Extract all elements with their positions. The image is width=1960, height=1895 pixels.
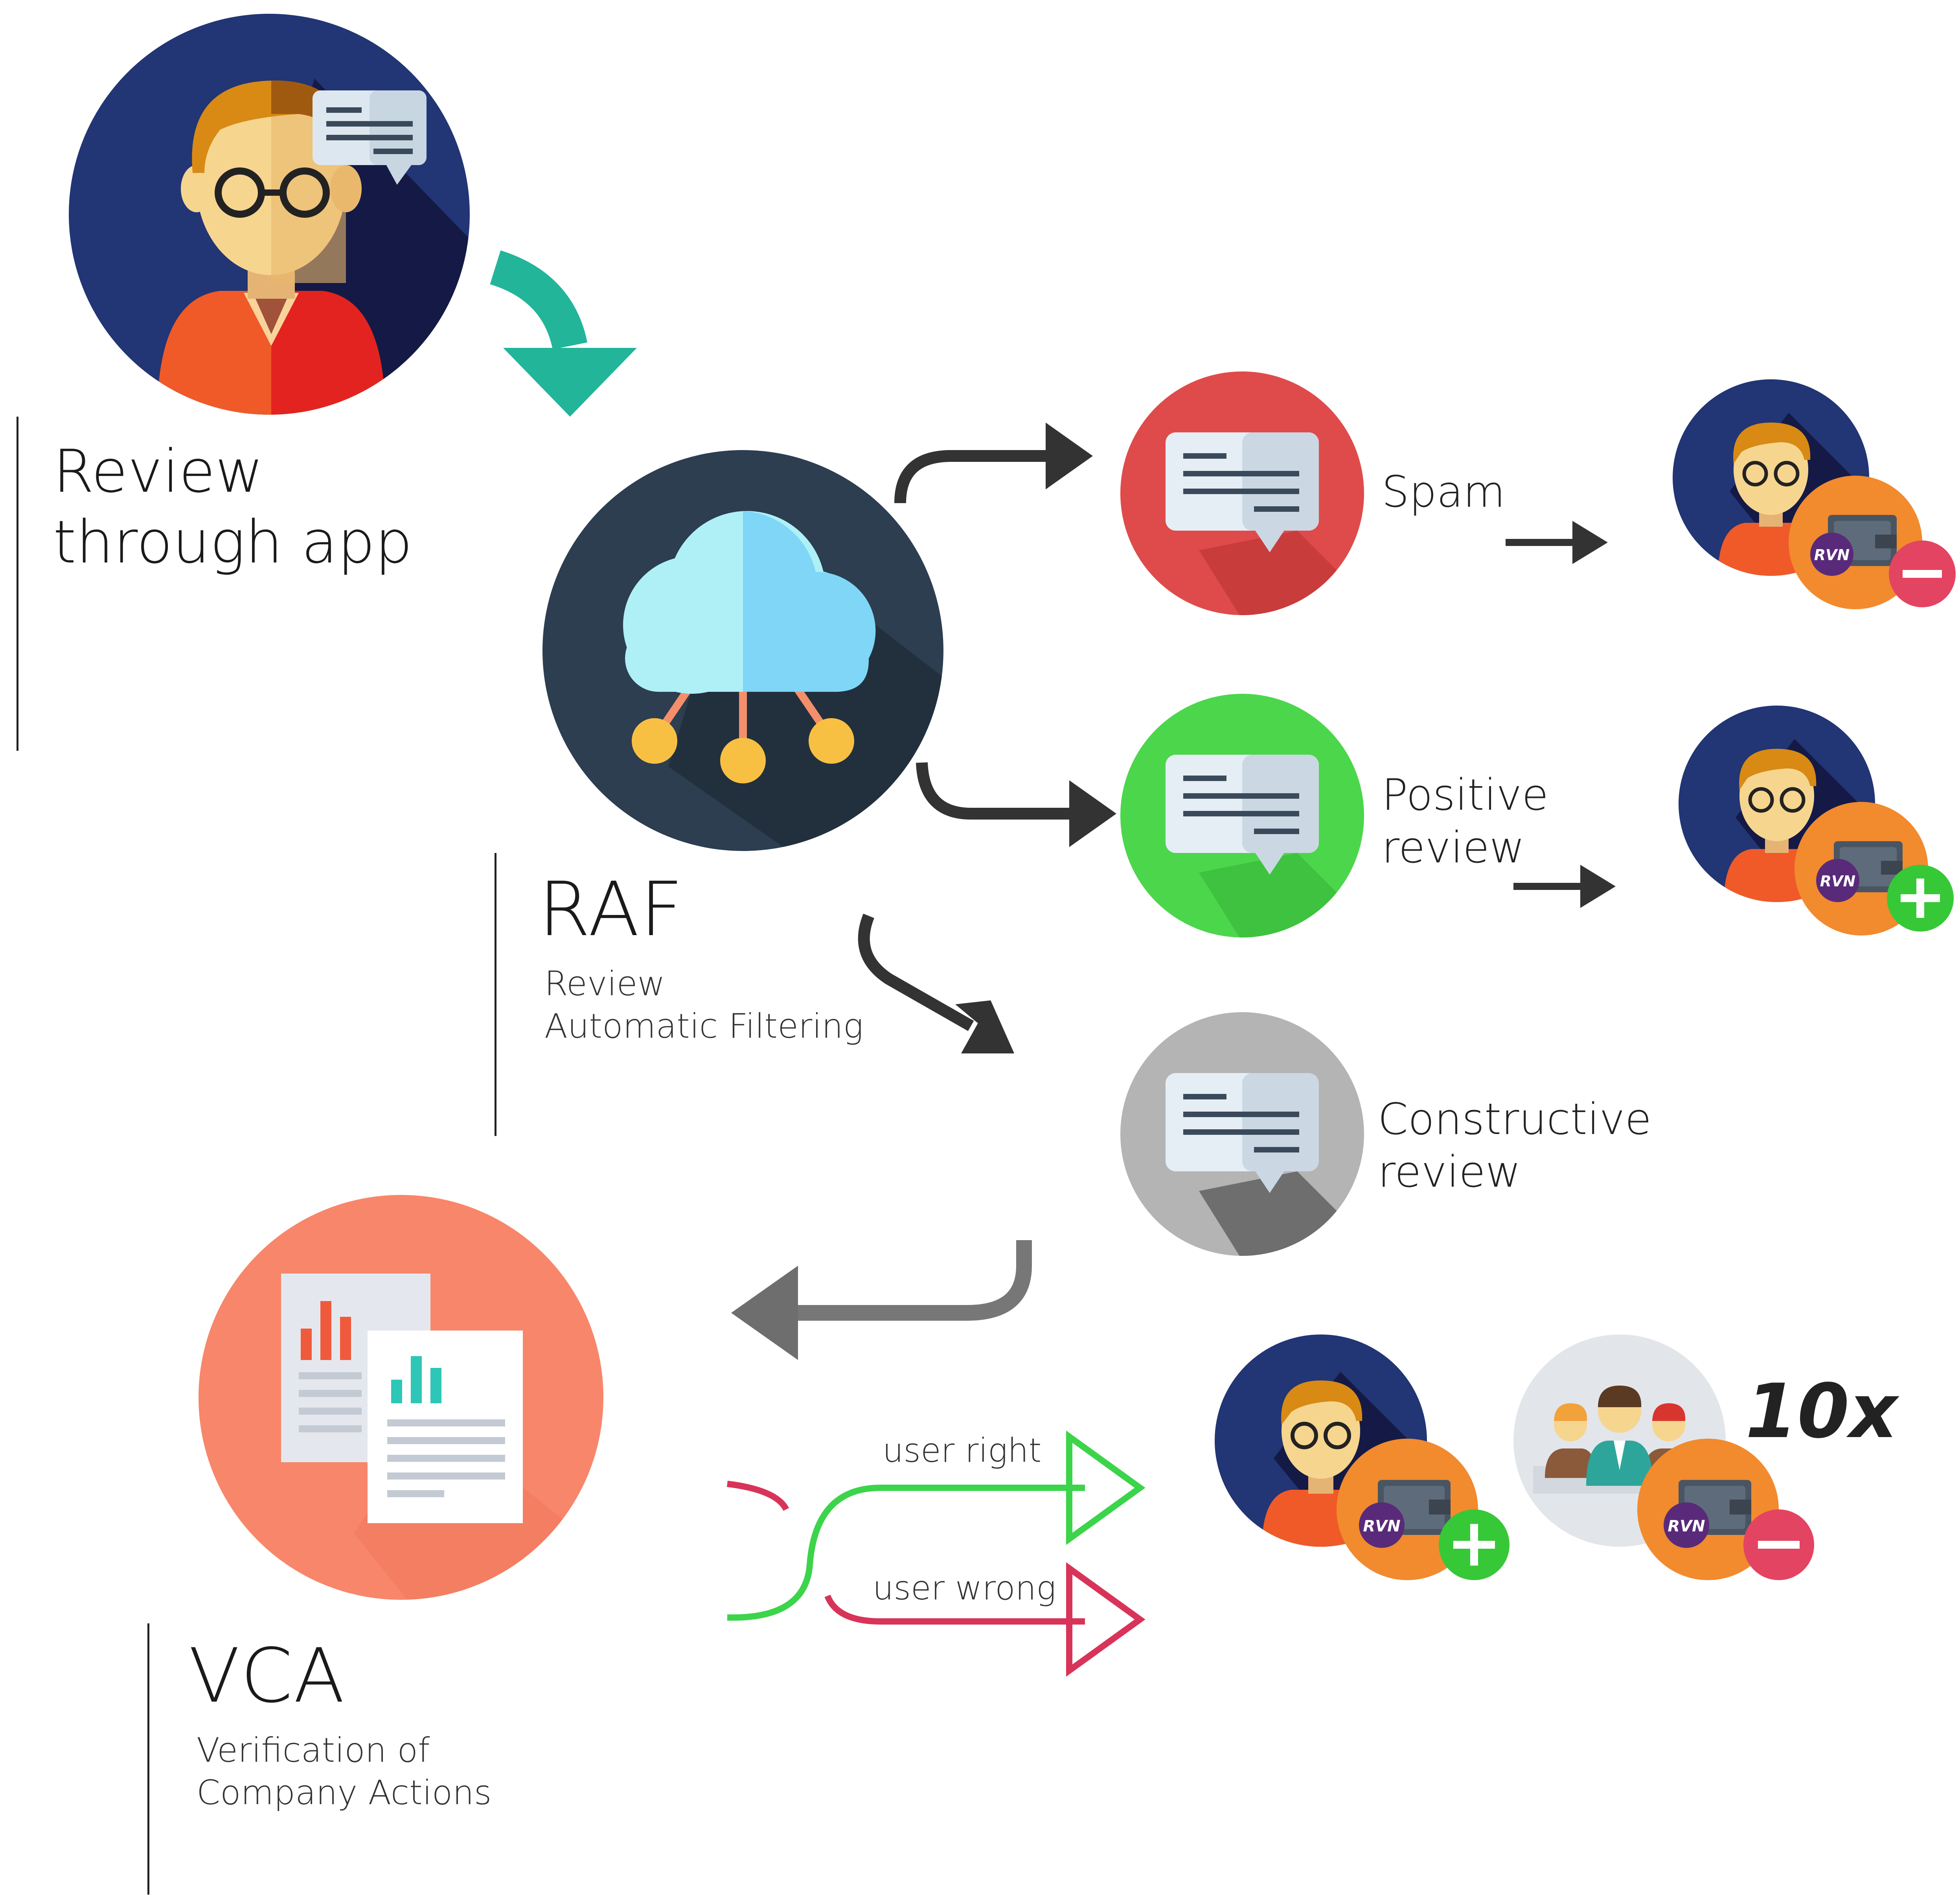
arrow-to-positive (916, 762, 1116, 847)
user-right-arrow (727, 1430, 1145, 1621)
teal-curved-arrow (489, 250, 637, 417)
review-app-line1: Review (53, 437, 264, 506)
user-reward-avatar: RVN (1679, 706, 1954, 936)
user-right-label: user right (883, 1431, 1042, 1470)
user-wrong-label: user wrong (873, 1569, 1056, 1607)
constructive-comment-icon (1120, 1012, 1364, 1256)
minus-badge-icon (1743, 1509, 1814, 1580)
arrow-positive-to-reward (1513, 865, 1616, 908)
minus-badge-icon (1889, 540, 1956, 607)
positive-line2: review (1382, 822, 1525, 873)
divider-raf (495, 853, 496, 1136)
arrow-spam-to-penalty (1506, 521, 1608, 564)
raf-sub-line2: Automatic Filtering (544, 1006, 864, 1046)
vca-sub-line2: Company Actions (197, 1773, 492, 1812)
token-label: RVN (1668, 1517, 1705, 1535)
plus-badge-icon (1439, 1509, 1510, 1580)
positive-line1: Positive (1382, 770, 1549, 820)
constructive-review-label: Constructive review (1378, 1093, 1651, 1198)
review-app-label: Review through app (53, 436, 412, 578)
arrow-constructive-to-vca (731, 1240, 1032, 1360)
vca-sub-line1: Verification of (197, 1731, 430, 1770)
documents-chart-icon (199, 1195, 603, 1600)
constructive-line2: review (1378, 1147, 1521, 1197)
multiplier-label: 10x (1745, 1368, 1897, 1455)
token-label: RVN (1363, 1517, 1400, 1535)
speech-bubble-icon (313, 90, 427, 185)
spam-label: Spam (1382, 467, 1506, 517)
group-people-icon: RVN (1513, 1334, 1814, 1580)
positive-comment-icon (1120, 694, 1364, 937)
vca-title: VCA (189, 1632, 346, 1719)
constructive-line1: Constructive (1378, 1094, 1652, 1144)
plus-badge-icon (1887, 865, 1954, 932)
raf-subtitle: Review Automatic Filtering (544, 963, 863, 1048)
divider-vca (147, 1623, 149, 1895)
spam-comment-icon (1120, 371, 1364, 615)
user-wrong-arrow (727, 1481, 1145, 1677)
raf-sub-line1: Review (544, 964, 665, 1004)
positive-review-label: Positive review (1382, 768, 1548, 874)
token-label: RVN (1814, 546, 1850, 564)
raf-title: RAF (539, 866, 684, 953)
vca-subtitle: Verification of Company Actions (197, 1730, 492, 1814)
user-penalty-avatar: RVN (1673, 379, 1956, 609)
user-icon (69, 14, 470, 415)
cloud-network-icon (542, 450, 943, 851)
divider-review-app (17, 417, 18, 751)
arrow-to-spam (894, 423, 1093, 504)
wallet-icon: RVN (1789, 476, 1922, 609)
arrow-to-constructive (858, 913, 1014, 1053)
review-app-line2: through app (53, 508, 413, 577)
token-label: RVN (1820, 873, 1855, 890)
user-right-reward-avatar: RVN (1215, 1334, 1510, 1580)
